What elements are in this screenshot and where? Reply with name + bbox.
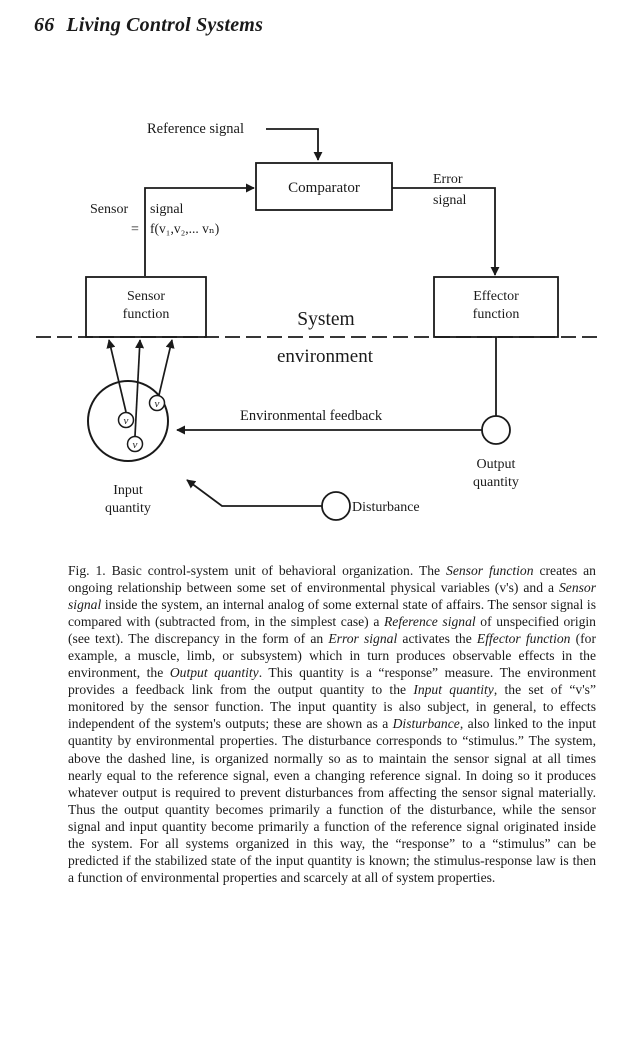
comparator-label: Comparator <box>288 180 360 196</box>
input-to-sensor-arrow-3 <box>158 339 175 396</box>
figure-caption: Fig. 1. Basic control-system unit of beh… <box>68 562 596 886</box>
sensor-signal-label-left: Sensor <box>90 202 128 217</box>
caption-text: (for example, a muscle, limb, or subsyst… <box>68 631 596 681</box>
sensor-signal-formula: f(v₁,v₂,... vₙ) <box>150 221 219 236</box>
caption-term-error-signal: Error signal <box>328 631 398 647</box>
reference-signal-label: Reference signal <box>147 121 244 137</box>
caption-text: of unspecified origin (see text). The di… <box>68 614 596 647</box>
environmental-feedback-label: Environmental feedback <box>240 408 383 424</box>
input-variable-v3-label: v <box>133 439 138 451</box>
output-quantity-node <box>481 415 511 445</box>
caption-text: . This quantity is a “response” measure.… <box>68 665 597 698</box>
caption-term-disturbance: Disturbance <box>392 716 460 732</box>
caption-text: activates the <box>397 631 477 647</box>
input-to-sensor-arrow-1 <box>106 339 127 413</box>
error-signal-label: signal <box>433 193 467 208</box>
reference-signal-arrow <box>266 128 323 161</box>
caption-term-reference-signal: Reference signal <box>383 614 476 630</box>
effector-function-label-line2: function <box>473 307 520 322</box>
effector-function-label-line1: Effector <box>473 289 519 304</box>
environment-label: environment <box>277 346 374 367</box>
sensor-function-label-line2: function <box>123 307 170 322</box>
input-variable-v2-circle <box>148 394 166 412</box>
input-to-sensor-arrow-2 <box>134 339 145 437</box>
input-variable-v1-circle <box>117 411 135 429</box>
output-quantity-label-line2: quantity <box>473 475 519 490</box>
control-system-diagram: Reference signal Comparator Error signal… <box>36 121 602 521</box>
caption-term-effector-function: Effector function <box>476 631 571 647</box>
caption-text: , the set of “v's” monitored by the sens… <box>68 682 596 732</box>
input-variable-v2-label: v <box>155 398 160 410</box>
caption-term-sensor-function: Sensor function <box>446 563 534 578</box>
error-label: Error <box>433 172 463 187</box>
input-quantity-label-line2: quantity <box>105 501 151 516</box>
error-signal-line <box>392 187 500 276</box>
input-variable-v3-circle <box>126 435 144 453</box>
sensor-function-label-line1: Sensor <box>127 289 165 304</box>
disturbance-arrow <box>186 479 322 507</box>
caption-text: Fig. 1. Basic control-system unit of beh… <box>68 563 447 578</box>
caption-text: inside the system, an internal analog of… <box>68 597 596 630</box>
disturbance-node <box>321 491 351 521</box>
input-variable-v1-label: v <box>124 415 129 427</box>
sensor-signal-label-right: signal <box>150 202 184 217</box>
caption-term-input-quantity: Input quantity <box>413 682 494 698</box>
caption-term-sensor-signal: Sensor signal <box>68 580 596 613</box>
sensor-signal-line <box>144 183 255 276</box>
input-quantity-label-line1: Input <box>113 483 143 498</box>
input-quantity-node <box>87 380 169 462</box>
caption-term-output-quantity: Output quantity <box>169 665 259 681</box>
disturbance-label: Disturbance <box>352 500 420 515</box>
comparator-box <box>255 162 393 211</box>
page-number: 66 <box>34 14 55 36</box>
caption-text: , also linked to the input quantity by e… <box>68 716 596 885</box>
output-quantity-label-line1: Output <box>477 457 516 472</box>
system-label: System <box>297 309 354 330</box>
sensor-signal-equals: = <box>131 222 139 237</box>
running-title: Living Control Systems <box>66 14 264 36</box>
page-header: 66 Living Control Systems <box>34 14 263 37</box>
caption-text: creates an ongoing relationship between … <box>68 563 596 596</box>
